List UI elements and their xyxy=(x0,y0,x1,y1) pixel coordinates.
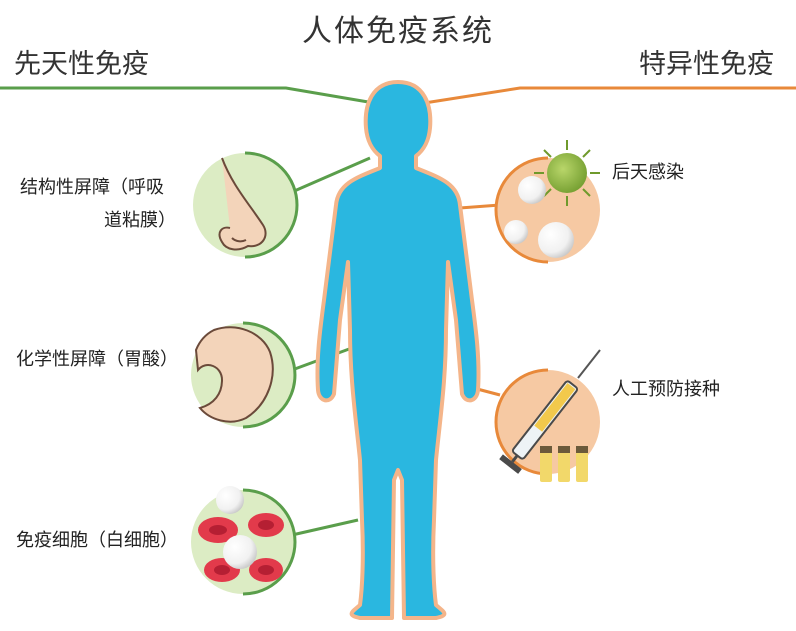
acquired-infection-label: 后天感染 xyxy=(612,157,684,189)
innate-immunity-heading: 先天性免疫 xyxy=(14,42,149,81)
virus-icon xyxy=(496,140,600,262)
syringe-vaccine-icon xyxy=(496,350,600,482)
blood-cells-icon xyxy=(191,486,295,594)
immune-cells-label: 免疫细胞（白细胞） xyxy=(16,525,178,557)
adaptive-immunity-heading: 特异性免疫 xyxy=(639,42,774,81)
innate-header-line xyxy=(0,88,380,104)
human-body-figure xyxy=(317,82,478,618)
structural-barrier-label-line2: 道粘膜） xyxy=(104,205,176,237)
nose-icon xyxy=(193,153,297,257)
chemical-barrier-label: 化学性屏障（胃酸） xyxy=(16,344,178,376)
structural-barrier-label-line1: 结构性屏障（呼吸 xyxy=(20,172,164,204)
stomach-icon xyxy=(191,323,295,427)
adaptive-header-line xyxy=(418,88,796,104)
connector-wbc xyxy=(292,520,358,535)
vaccination-label: 人工预防接种 xyxy=(612,374,720,406)
